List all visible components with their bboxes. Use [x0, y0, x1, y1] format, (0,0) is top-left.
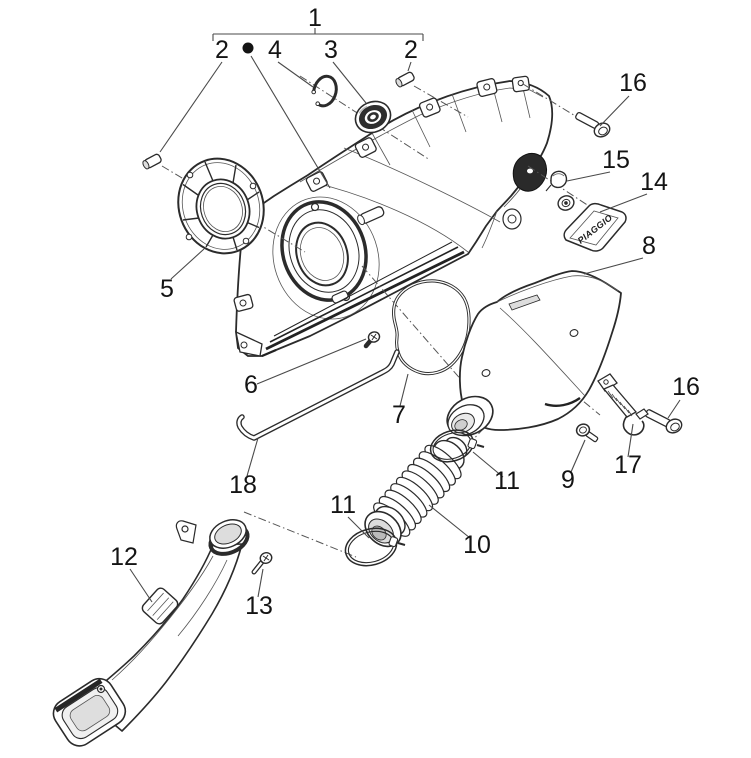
callout-labels: 1 2 4 3 2 16 15 14 8 5 6 7 18 9 16 17 10… [110, 4, 700, 620]
bearing [354, 100, 392, 134]
dowel-pin-left [142, 153, 162, 170]
air-intake-duct [52, 519, 250, 747]
piaggio-badge: PIAGGIO [563, 202, 627, 252]
callout-13: 13 [245, 592, 273, 620]
screw-9 [575, 423, 599, 443]
bellows-hose [364, 436, 468, 548]
hex-flange-bolt-upper [575, 112, 611, 138]
callout-11-left: 11 [330, 491, 356, 519]
callout-2-right: 2 [404, 36, 418, 64]
callout-17: 17 [614, 451, 642, 479]
callout-11-right: 11 [494, 467, 520, 495]
callout-15: 15 [602, 146, 630, 174]
callout-3: 3 [324, 36, 338, 64]
air-intake-cover [446, 270, 622, 437]
hex-flange-bolt-lower [644, 409, 683, 434]
callout-6: 6 [244, 371, 258, 399]
callout-12: 12 [110, 543, 138, 571]
callout-8: 8 [642, 232, 656, 260]
callout-5: 5 [160, 275, 174, 303]
crankcase-cover [233, 75, 554, 358]
ring-spokes [182, 161, 260, 251]
hose-clamp-upper [429, 429, 485, 463]
fan-cover-ring [177, 157, 265, 255]
bullet-marker [242, 42, 254, 54]
bolt-sleeve [357, 206, 385, 226]
callout-16-lower: 16 [672, 373, 700, 401]
callout-16-upper: 16 [619, 69, 647, 97]
rubber-grommet [545, 170, 568, 192]
screw-6 [363, 331, 381, 349]
grommet-washer [557, 195, 575, 211]
callout-7: 7 [392, 401, 406, 429]
circlip [311, 74, 338, 108]
breather-pipe [236, 349, 400, 441]
callout-1: 1 [308, 4, 322, 32]
hose-clamp-lower [344, 527, 406, 567]
callout-14: 14 [640, 168, 668, 196]
intake-snout [446, 395, 494, 437]
callout-18: 18 [229, 471, 257, 499]
cover-gasket [392, 279, 471, 376]
cover-foot [235, 330, 263, 357]
support-bracket [597, 373, 649, 436]
dowel-pin-right [395, 71, 415, 88]
callout-2-left: 2 [215, 36, 229, 64]
duct-mouth [52, 677, 127, 747]
leader-lines [129, 28, 681, 603]
skid-rail-fins [261, 241, 465, 358]
callout-9: 9 [561, 466, 575, 494]
callout-10: 10 [463, 531, 491, 559]
duct-clip [141, 587, 179, 625]
screw-13 [251, 552, 273, 575]
callout-4: 4 [268, 36, 282, 64]
